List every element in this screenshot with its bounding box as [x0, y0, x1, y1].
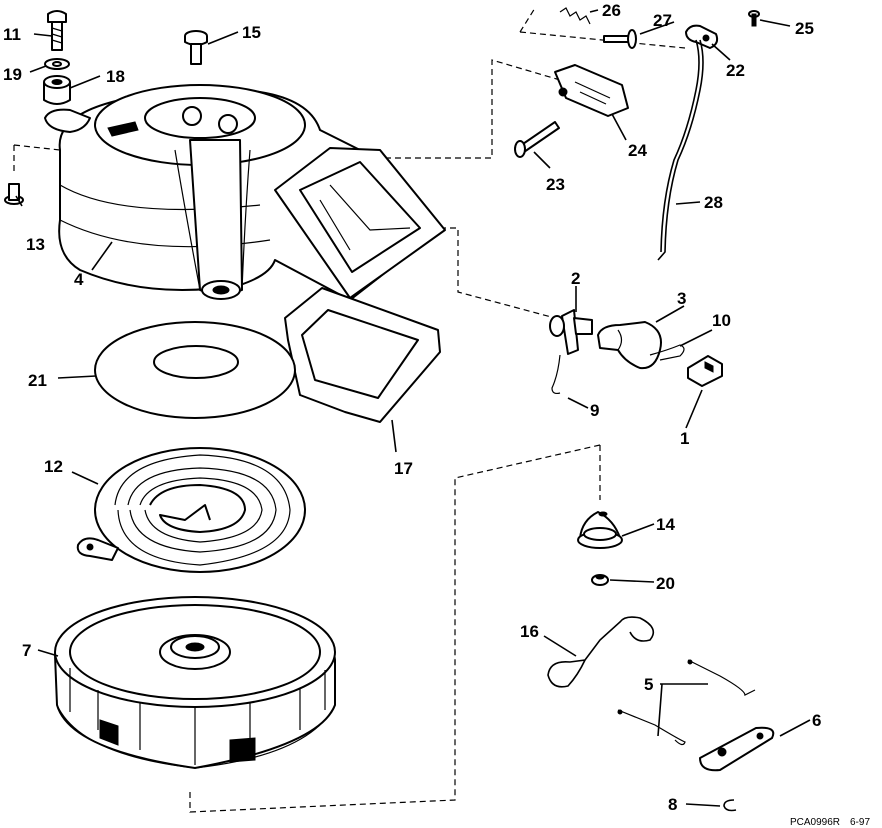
- part-21-plate: [94, 321, 296, 419]
- part-14-cam: [577, 511, 623, 549]
- part-9-rope: [551, 354, 561, 395]
- part-1-anchor: [687, 355, 723, 387]
- part-24-lockout-bracket: [554, 64, 629, 117]
- callout-16: 16: [520, 622, 539, 641]
- part-20-nut: [591, 574, 609, 586]
- part-16-spring-wire: [547, 616, 655, 688]
- part-27-pin: [603, 29, 637, 49]
- callout-1: 1: [680, 429, 689, 448]
- part-15-bolt: [184, 30, 208, 65]
- callout-6: 6: [812, 711, 821, 730]
- callout-2: 2: [571, 269, 580, 288]
- part-19-washer: [44, 58, 70, 70]
- part-6-pawl: [699, 726, 775, 772]
- callout-3: 3: [677, 289, 686, 308]
- callout-4: 4: [74, 270, 84, 289]
- part-26-spring: [559, 7, 591, 25]
- drawing-code-id: PCA0996R: [790, 817, 840, 828]
- callout-22: 22: [726, 61, 745, 80]
- callout-12: 12: [44, 457, 63, 476]
- callout-19: 19: [3, 65, 22, 84]
- part-10-rope-end: [649, 344, 685, 361]
- drawing-code-date: 6-97: [850, 817, 870, 828]
- callout-18: 18: [106, 67, 125, 86]
- part-12-rewind-spring: [76, 447, 306, 573]
- callout-27: 27: [653, 11, 672, 30]
- part-5-pawl-spring: [617, 659, 756, 746]
- part-2-handle-insert: [549, 309, 593, 355]
- callout-13: 13: [26, 235, 45, 254]
- part-3-handle: [597, 321, 662, 370]
- part-13-rivet: [4, 183, 24, 205]
- callout-8: 8: [668, 795, 677, 814]
- callout-5: 5: [644, 675, 653, 694]
- callout-10: 10: [712, 311, 731, 330]
- callout-20: 20: [656, 574, 675, 593]
- part-23-bolt: [514, 121, 560, 158]
- callout-9: 9: [590, 401, 599, 420]
- callout-21: 21: [28, 371, 47, 390]
- callout-labels: 11 19 18 15 13 4 21 12 7 17 26 27 25 22 …: [3, 1, 821, 814]
- part-22-clip: [685, 24, 719, 49]
- part-18-bushing: [43, 75, 71, 105]
- part-28-link-rod: [657, 39, 704, 261]
- callout-28: 28: [704, 193, 723, 212]
- part-8-retaining-ring: [723, 799, 737, 812]
- callout-11: 11: [3, 25, 21, 44]
- part-7-pulley: [54, 596, 336, 769]
- part-4-starter-housing: [44, 84, 446, 301]
- callout-24: 24: [628, 141, 647, 160]
- callout-14: 14: [656, 515, 675, 534]
- part-25-screw: [748, 10, 760, 27]
- callout-23: 23: [546, 175, 565, 194]
- part-17-guide-frame: [284, 287, 441, 423]
- callout-15: 15: [242, 23, 261, 42]
- callout-26: 26: [602, 1, 621, 20]
- callout-17: 17: [394, 459, 413, 478]
- drawing-code: PCA0996R 6-97: [790, 817, 870, 828]
- callout-7: 7: [22, 641, 31, 660]
- callout-25: 25: [795, 19, 814, 38]
- leader-lines: [15, 9, 811, 807]
- assembly-dashed-lines: [13, 7, 686, 813]
- part-11-screw: [47, 10, 67, 51]
